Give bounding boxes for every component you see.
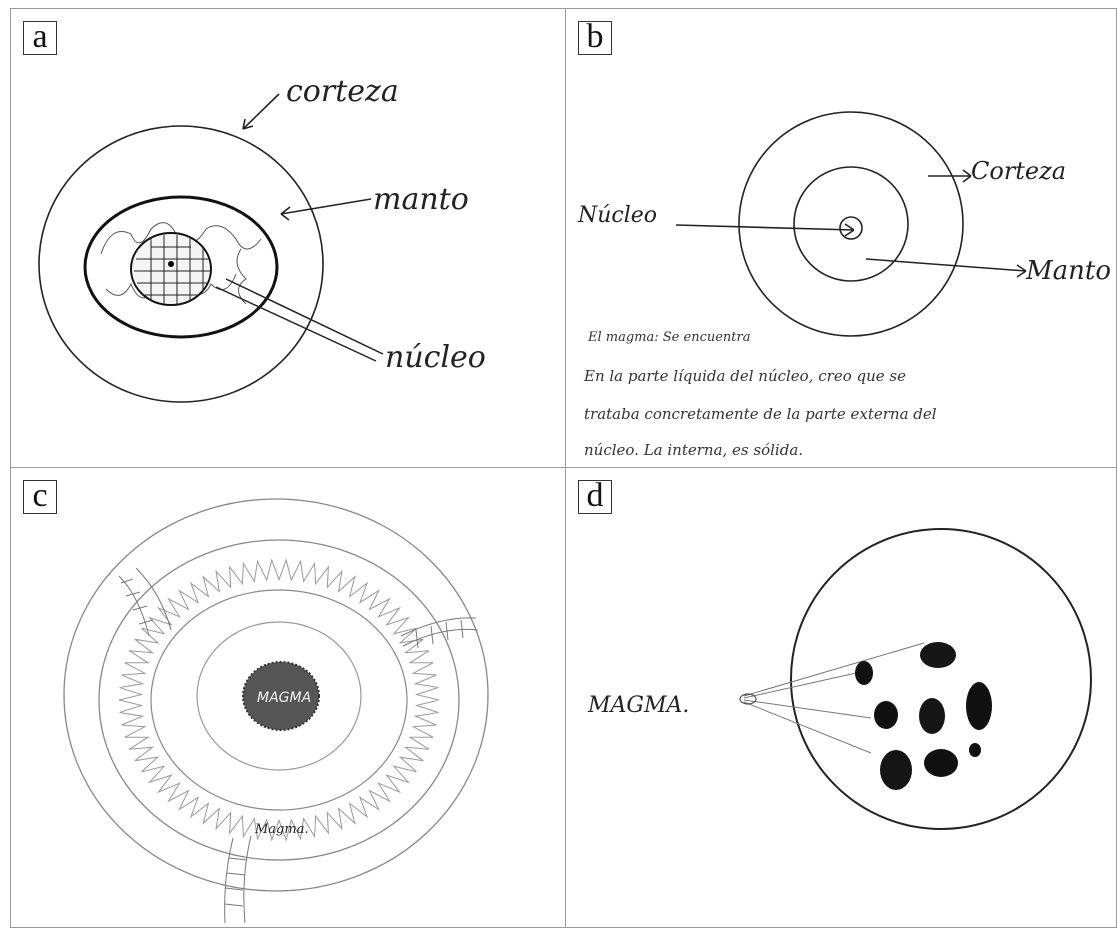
magma-blob-2 <box>920 642 956 668</box>
note-line-2: En la parte líquida del núcleo, creo que… <box>583 367 906 385</box>
panel-d-drawing: MAGMA. <box>566 468 1117 928</box>
label-corteza: corteza <box>286 74 399 109</box>
label-magma-small: Magma. <box>254 822 309 837</box>
panel-c: MAGMA Magma. c <box>10 467 566 928</box>
label-manto: manto <box>373 182 469 217</box>
pointer-origin <box>740 694 756 704</box>
panel-letter-a: a <box>23 21 57 55</box>
arrow-manto <box>866 259 1026 277</box>
panel-letter-d: d <box>578 480 612 514</box>
magma-blob-1 <box>855 661 873 685</box>
magma-blob-6 <box>880 750 912 790</box>
note-line-4: núcleo. La interna, es sólida. <box>584 441 803 459</box>
magma-blob-7 <box>924 749 958 777</box>
label-corteza: Corteza <box>971 157 1066 185</box>
pointer-lines <box>744 643 924 753</box>
arrow-manto <box>281 199 371 220</box>
core-center-dot <box>168 261 174 267</box>
label-nucleo: Núcleo <box>577 203 657 228</box>
panel-a: corteza manto núcleo a <box>10 8 566 468</box>
core-circle <box>131 233 211 305</box>
middle-circle <box>794 167 908 281</box>
magma-blob-3 <box>874 701 898 729</box>
label-manto: Manto <box>1025 256 1111 286</box>
label-nucleo: núcleo <box>385 340 486 375</box>
panel-a-drawing: corteza manto núcleo <box>11 9 566 468</box>
conduit-right <box>401 618 478 648</box>
note-line-3: trataba concretamente de la parte extern… <box>584 405 937 423</box>
label-magma: MAGMA. <box>587 693 689 718</box>
outer-circle <box>739 112 963 336</box>
arrow-nucleo <box>676 224 854 236</box>
magma-blob-5 <box>966 682 992 730</box>
arrow-corteza <box>243 94 279 129</box>
label-magma-core: MAGMA <box>257 690 311 706</box>
panel-d: MAGMA. d <box>565 467 1117 928</box>
earth-circle <box>791 529 1091 829</box>
panel-c-drawing: MAGMA Magma. <box>11 468 566 928</box>
conduit-bottom <box>225 836 251 923</box>
panel-letter-c: c <box>23 480 57 514</box>
panel-b: Núcleo Corteza Manto El magma: Se encuen… <box>565 8 1117 468</box>
panel-letter-b: b <box>578 21 612 55</box>
note-line-1: El magma: Se encuentra <box>587 330 750 345</box>
magma-blob-8 <box>969 743 981 757</box>
figure-grid: corteza manto núcleo a Núcleo Corteza Ma… <box>10 8 1117 928</box>
magma-blob-4 <box>919 698 945 734</box>
panel-b-drawing: Núcleo Corteza Manto El magma: Se encuen… <box>566 9 1117 468</box>
